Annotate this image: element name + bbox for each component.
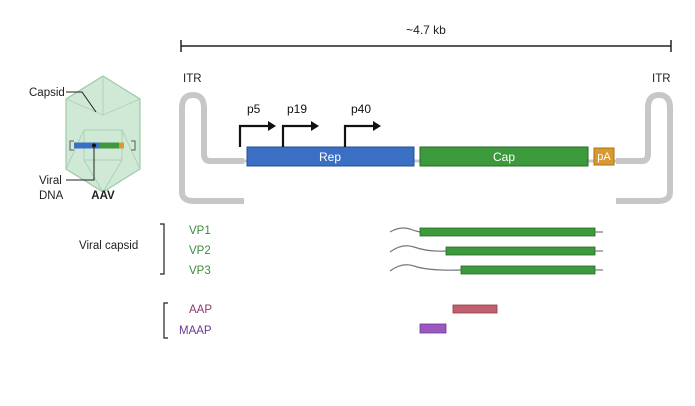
vp3-label: VP3 (189, 265, 211, 277)
itr-right-hairpin (616, 92, 673, 204)
capsid-label: Capsid (29, 87, 65, 99)
mini-genome-icon (69, 140, 136, 151)
scale-bar: ~4.7 kb (180, 23, 672, 52)
aap-label: AAP (189, 304, 212, 316)
vp2-transcript (389, 245, 603, 256)
maap-bar (419, 323, 447, 334)
maap-label: MAAP (179, 325, 212, 337)
itr-right-label: ITR (652, 73, 671, 85)
viral-capsid-group-label: Viral capsid (79, 240, 138, 252)
viral-capsid-bracket (160, 223, 165, 275)
cap-label: Cap (493, 150, 515, 164)
accessory-bracket (163, 302, 168, 339)
aav-title: AAV (91, 190, 115, 202)
viral-dna-label-line2: DNA (39, 190, 64, 202)
vp1-label: VP1 (189, 225, 211, 237)
scale-label: ~4.7 kb (406, 23, 446, 37)
promoter-p5-arrow (238, 121, 276, 147)
vp1-transcript (389, 227, 603, 237)
promoter-p19-arrow (281, 121, 319, 147)
aap-bar (452, 304, 498, 314)
itr-left-hairpin (179, 92, 244, 204)
promoter-p19-label: p19 (287, 102, 307, 116)
rep-gene (246, 146, 415, 167)
cap-gene (419, 146, 589, 167)
itr-left-label: ITR (183, 73, 202, 85)
polya-label: pA (597, 151, 611, 163)
vp3-transcript (389, 264, 603, 275)
rep-label: Rep (319, 150, 341, 164)
promoter-p40-label: p40 (351, 102, 371, 116)
promoter-p40-arrow (343, 121, 381, 147)
vp2-label: VP2 (189, 245, 211, 257)
polya-signal (593, 147, 615, 166)
aav-particle-icon: Capsid Viral DNA AAV (29, 75, 141, 202)
viral-dna-label-line1: Viral (39, 175, 62, 187)
promoter-p5-label: p5 (247, 102, 261, 116)
